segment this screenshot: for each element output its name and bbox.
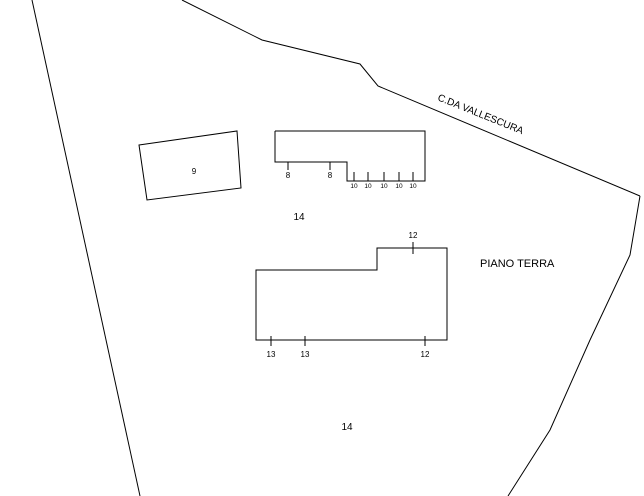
building-main — [255, 247, 448, 341]
parcel-boundary-right — [507, 195, 641, 496]
small-number-3: 10 — [380, 183, 388, 190]
parcel-boundary-left — [31, 0, 141, 496]
parcel-number-upper: 14 — [293, 212, 305, 223]
floor-label: PIANO TERRA — [480, 258, 555, 270]
main-bottom-number-2: 13 — [301, 350, 310, 359]
building-top — [274, 130, 426, 182]
road-name-label: C.DA VALLESCURA — [436, 93, 525, 138]
building-top-ticks — [287, 162, 414, 181]
neighbor-number-2: 8 — [328, 171, 333, 180]
small-number-5: 10 — [409, 183, 417, 190]
building-left — [138, 130, 242, 201]
main-bottom-number-1: 13 — [267, 350, 276, 359]
road-boundary-line — [181, 0, 641, 197]
main-top-number: 12 — [409, 231, 418, 240]
building-left-number: 9 — [192, 167, 197, 176]
main-bottom-number-3: 12 — [421, 350, 430, 359]
building-main-ticks — [270, 242, 426, 346]
neighbor-number-1: 8 — [286, 171, 291, 180]
small-number-2: 10 — [364, 183, 372, 190]
small-number-1: 10 — [350, 183, 358, 190]
small-number-4: 10 — [395, 183, 403, 190]
parcel-number-lower: 14 — [341, 422, 353, 433]
